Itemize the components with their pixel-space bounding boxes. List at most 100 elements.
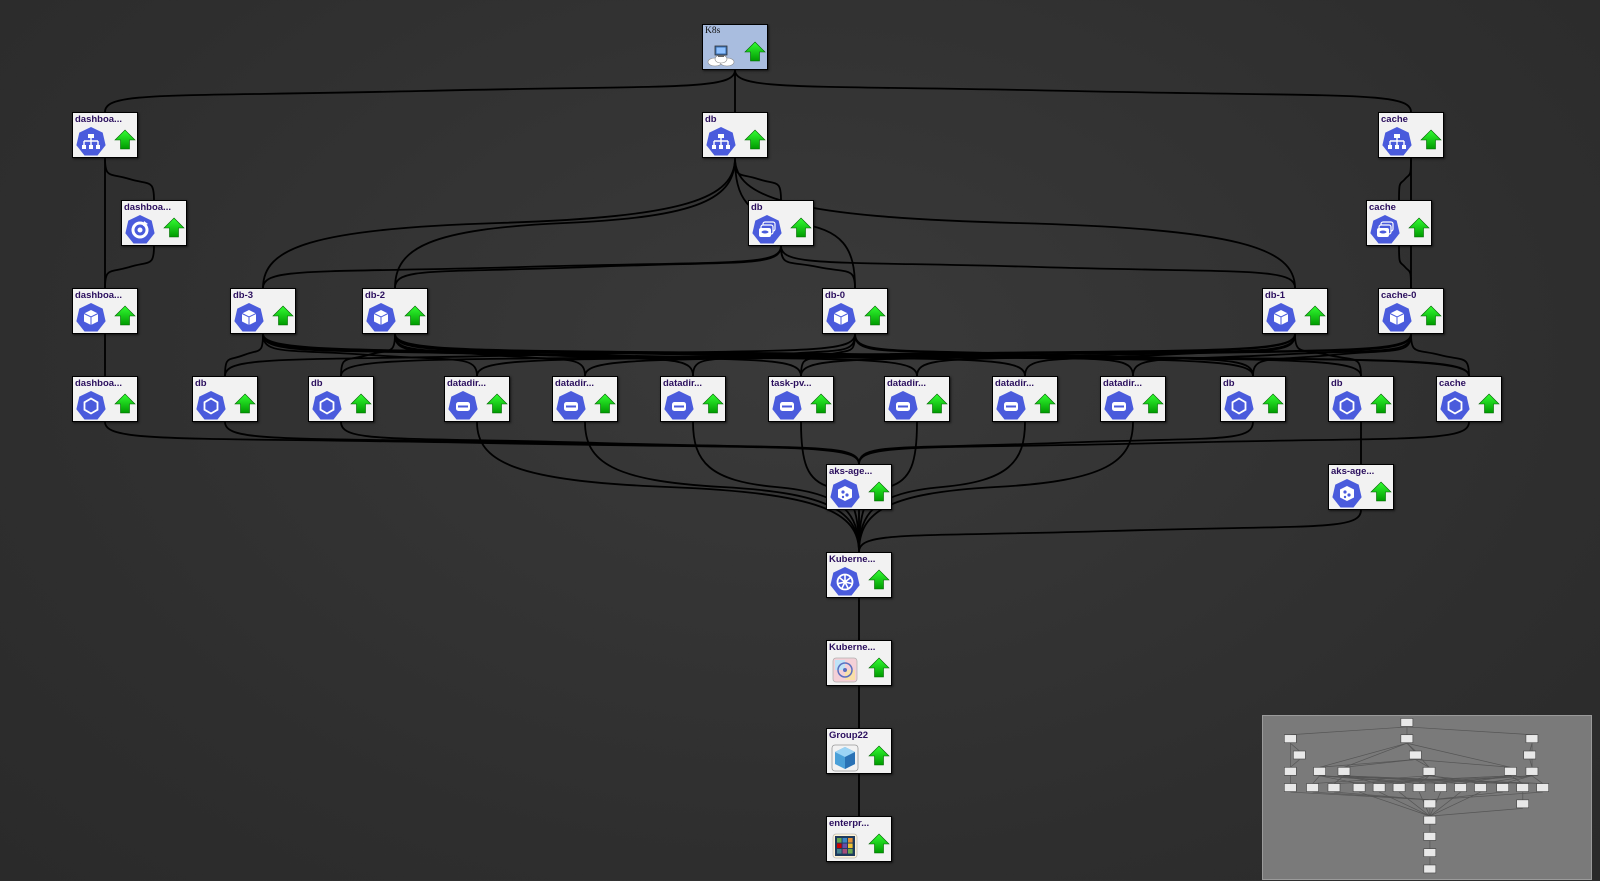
node-pod-cache0[interactable]: cache-0 — [1378, 288, 1444, 334]
node-label: db-0 — [825, 290, 846, 301]
minimap-node — [1423, 848, 1437, 857]
status-up-arrow-icon — [404, 305, 426, 327]
edge-pv-6-k8s-cluster — [858, 421, 1134, 553]
volume-icon — [887, 390, 919, 422]
edge-pod-db0-cont-db-c — [854, 333, 1254, 377]
node-label: db-1 — [1265, 290, 1286, 301]
status-up-arrow-icon — [350, 393, 372, 415]
node-label: cache — [1439, 378, 1466, 389]
node-pv-3[interactable]: datadir... — [660, 376, 726, 422]
node-label: db-3 — [233, 290, 254, 301]
node-cont-cache[interactable]: cache — [1436, 376, 1502, 422]
edge-agent-2-k8s-cluster — [858, 509, 1362, 553]
node-svc-cache[interactable]: cache — [1378, 112, 1444, 158]
node-agent-1[interactable]: aks-age... — [826, 464, 892, 510]
node-pv-1[interactable]: datadir... — [444, 376, 510, 422]
node-pv-5[interactable]: datadir... — [992, 376, 1058, 422]
node-pv-task[interactable]: task-pv... — [768, 376, 834, 422]
container-icon — [1331, 390, 1363, 422]
node-cont-db-d[interactable]: db — [1328, 376, 1394, 422]
node-agent-2[interactable]: aks-age... — [1328, 464, 1394, 510]
edge-pv-2-k8s-cluster — [584, 421, 860, 553]
minimap-node — [1372, 783, 1386, 792]
minimap-node — [1400, 734, 1414, 744]
minimap-node — [1412, 783, 1426, 792]
minimap-node — [1284, 783, 1297, 792]
overview-minimap[interactable] — [1262, 715, 1592, 880]
node-cont-db-a[interactable]: db — [192, 376, 258, 422]
status-up-arrow-icon — [868, 481, 890, 503]
node-cont-db-c[interactable]: db — [1220, 376, 1286, 422]
status-up-arrow-icon — [1142, 393, 1164, 415]
node-sts-db[interactable]: db — [748, 200, 814, 246]
edge-sts-db-pod-db1 — [780, 245, 1296, 289]
enterprise-grid-icon — [829, 830, 861, 862]
node-cont-dash[interactable]: dashboa... — [72, 376, 138, 422]
node-deploy-dash[interactable]: dashboa... — [121, 200, 187, 246]
node-pod-db2[interactable]: db-2 — [362, 288, 428, 334]
minimap-edge — [1406, 742, 1511, 768]
node-k8s[interactable]: K8s — [702, 24, 768, 70]
minimap-edge — [1379, 791, 1431, 817]
status-up-arrow-icon — [1262, 393, 1284, 415]
node-sts-cache[interactable]: cache — [1366, 200, 1432, 246]
minimap-node — [1523, 750, 1537, 760]
minimap-edge — [1319, 759, 1416, 768]
pod-icon — [825, 302, 857, 334]
minimap-node — [1284, 734, 1297, 744]
node-cont-db-b[interactable]: db — [308, 376, 374, 422]
edge-pv-1-k8s-cluster — [476, 421, 860, 553]
minimap-edge — [1429, 808, 1523, 817]
status-up-arrow-icon — [702, 393, 724, 415]
status-up-arrow-icon — [864, 305, 886, 327]
minimap-node — [1536, 783, 1549, 792]
node-pod-db3[interactable]: db-3 — [230, 288, 296, 334]
node-k8s-service[interactable]: Kuberne... — [826, 640, 892, 686]
edge-pod-db2-cont-db-b — [340, 333, 396, 377]
volume-icon — [771, 390, 803, 422]
edge-pod-db2-cont-cache — [394, 333, 1470, 377]
node-label: db — [195, 378, 207, 389]
node-icon — [1331, 478, 1363, 510]
node-svc-db[interactable]: db — [702, 112, 768, 158]
edge-svc-cache-sts-cache — [1398, 157, 1412, 201]
node-pv-4[interactable]: datadir... — [884, 376, 950, 422]
deployment-icon — [124, 214, 156, 246]
minimap-edge — [1419, 775, 1533, 784]
pod-icon — [233, 302, 265, 334]
node-k8s-cluster[interactable]: Kuberne... — [826, 552, 892, 598]
minimap-node — [1313, 766, 1326, 776]
node-label: cache — [1381, 114, 1408, 125]
node-group22[interactable]: Group22 — [826, 728, 892, 774]
minimap-edge — [1343, 742, 1408, 768]
minimap-edge — [1529, 743, 1533, 752]
edge-sts-db-pod-db2 — [394, 245, 782, 289]
minimap-edge — [1460, 775, 1511, 784]
minimap-node — [1409, 750, 1422, 760]
edge-pv-3-k8s-cluster — [692, 421, 860, 553]
edge-pv-5-k8s-cluster — [858, 421, 1026, 553]
node-label: Kuberne... — [829, 642, 876, 653]
status-up-arrow-icon — [810, 393, 832, 415]
node-pv-6[interactable]: datadir... — [1100, 376, 1166, 422]
node-enterprise[interactable]: enterpr... — [826, 816, 892, 862]
node-svc-dash[interactable]: dashboa... — [72, 112, 138, 158]
edge-pod-db1-pv-5 — [1024, 333, 1296, 377]
volume-icon — [995, 390, 1027, 422]
minimap-edge — [1429, 791, 1461, 817]
minimap-edge — [1359, 791, 1431, 817]
minimap-node — [1525, 766, 1539, 776]
node-pod-db0[interactable]: db-0 — [822, 288, 888, 334]
minimap-edge — [1398, 791, 1431, 817]
node-pod-db1[interactable]: db-1 — [1262, 288, 1328, 334]
minimap-edge — [1344, 775, 1543, 784]
minimap-graph — [1284, 718, 1549, 874]
node-label: Kuberne... — [829, 554, 876, 565]
node-label: aks-age... — [829, 466, 873, 477]
status-up-arrow-icon — [868, 745, 890, 767]
node-pod-dash[interactable]: dashboa... — [72, 288, 138, 334]
node-pv-2[interactable]: datadir... — [552, 376, 618, 422]
node-label: db — [751, 202, 763, 213]
status-up-arrow-icon — [1420, 129, 1442, 151]
